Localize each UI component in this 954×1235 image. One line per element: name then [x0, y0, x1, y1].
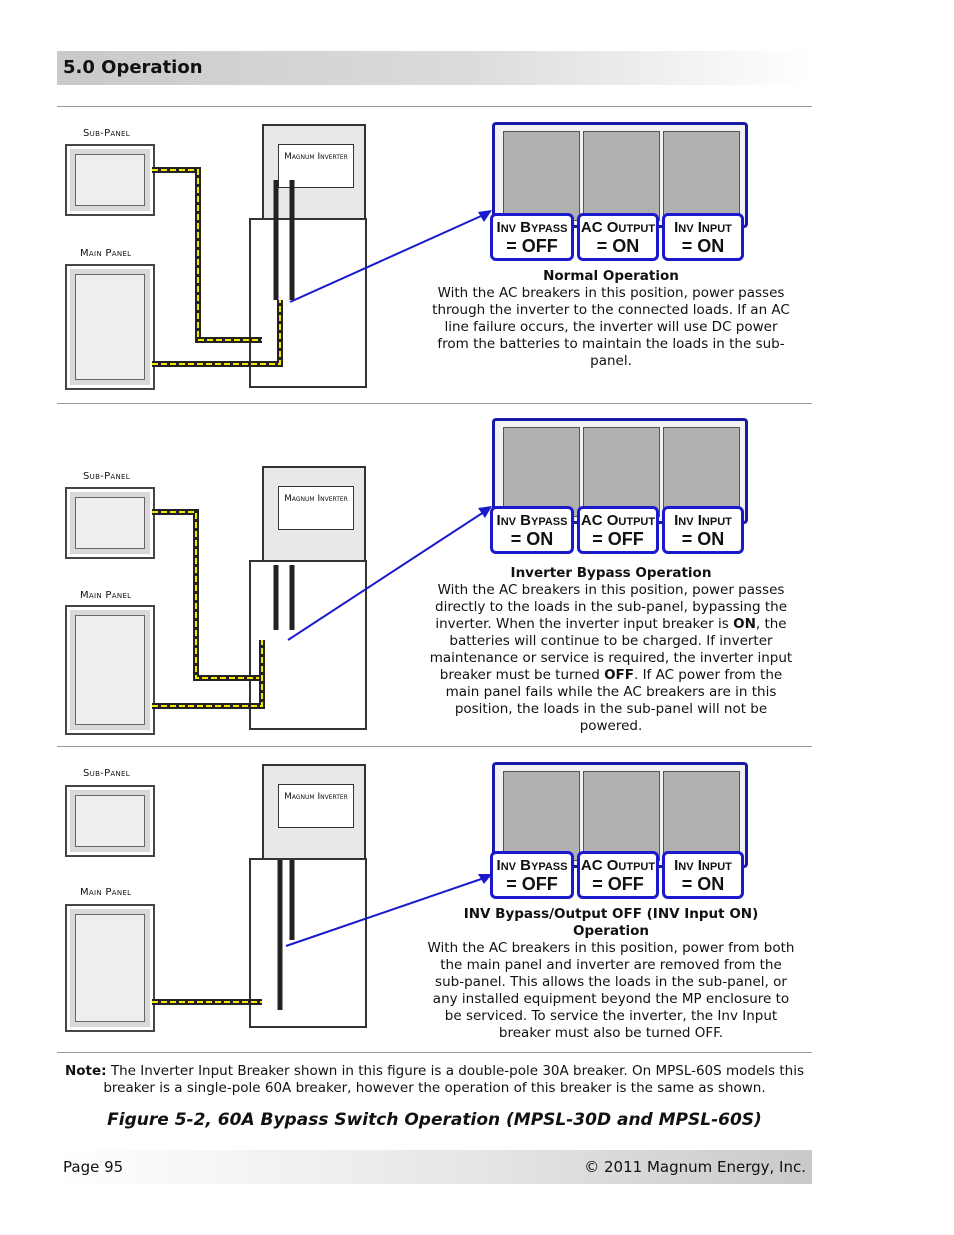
ac-output-status: AC Output= OFF — [577, 506, 659, 554]
note-text: The Inverter Input Breaker shown in this… — [103, 1063, 805, 1096]
ac-output-status: AC Output= ON — [577, 213, 659, 261]
main-panel-label: Main Panel — [80, 590, 132, 601]
wiring — [152, 506, 492, 709]
wiring — [152, 860, 492, 1010]
breaker-inv-input — [663, 131, 740, 221]
inverter-label: Magnum Inverter — [278, 486, 354, 530]
magnum-inverter: Magnum Inverter — [262, 764, 366, 860]
inv-input-status: Inv Input= ON — [662, 213, 744, 261]
breaker-panel — [492, 762, 748, 868]
breaker-inv-bypass — [503, 427, 580, 517]
wiring — [152, 167, 492, 367]
sub-panel-label: Sub-Panel — [83, 471, 130, 482]
inv-bypass-status: Inv Bypass= OFF — [490, 851, 574, 899]
caption-service: INV Bypass/Output OFF (INV Input ON) Ope… — [427, 906, 795, 1041]
inv-bypass-status: Inv Bypass= ON — [490, 506, 574, 554]
main-panel — [65, 264, 155, 390]
divider — [57, 1052, 812, 1053]
inv-input-status: Inv Input= ON — [662, 506, 744, 554]
sub-panel-label: Sub-Panel — [83, 128, 130, 139]
sub-panel-label: Sub-Panel — [83, 768, 130, 779]
breaker-inv-bypass — [503, 131, 580, 221]
breaker-ac-output — [583, 771, 660, 861]
main-panel — [65, 605, 155, 735]
main-panel-label: Main Panel — [80, 248, 132, 259]
page-number: Page 95 — [63, 1158, 124, 1176]
inv-bypass-status: Inv Bypass= OFF — [490, 213, 574, 261]
section-header: 5.0 Operation — [57, 51, 812, 85]
sub-panel — [65, 487, 155, 559]
mp-enclosure — [249, 560, 367, 730]
main-panel-label: Main Panel — [80, 887, 132, 898]
figure-caption: Figure 5-2, 60A Bypass Switch Operation … — [107, 1110, 762, 1130]
mp-enclosure — [249, 218, 367, 388]
inverter-label: Magnum Inverter — [278, 784, 354, 828]
breaker-ac-output — [583, 427, 660, 517]
main-panel — [65, 904, 155, 1032]
breaker-panel — [492, 122, 748, 228]
breaker-inv-input — [663, 427, 740, 517]
divider — [57, 746, 812, 747]
divider — [57, 403, 812, 404]
divider — [57, 106, 812, 107]
section-title: 5.0 Operation — [63, 57, 203, 78]
note-label: Note: — [64, 1063, 107, 1079]
note: Note: The Inverter Input Breaker shown i… — [57, 1063, 812, 1097]
sub-panel — [65, 785, 155, 857]
copyright: © 2011 Magnum Energy, Inc. — [584, 1158, 806, 1176]
footer: Page 95 © 2011 Magnum Energy, Inc. — [57, 1150, 812, 1184]
ac-output-status: AC Output= OFF — [577, 851, 659, 899]
mp-enclosure — [249, 858, 367, 1028]
sub-panel — [65, 144, 155, 216]
magnum-inverter: Magnum Inverter — [262, 466, 366, 562]
breaker-inv-input — [663, 771, 740, 861]
breaker-ac-output — [583, 131, 660, 221]
magnum-inverter: Magnum Inverter — [262, 124, 366, 220]
inv-input-status: Inv Input= ON — [662, 851, 744, 899]
breaker-inv-bypass — [503, 771, 580, 861]
